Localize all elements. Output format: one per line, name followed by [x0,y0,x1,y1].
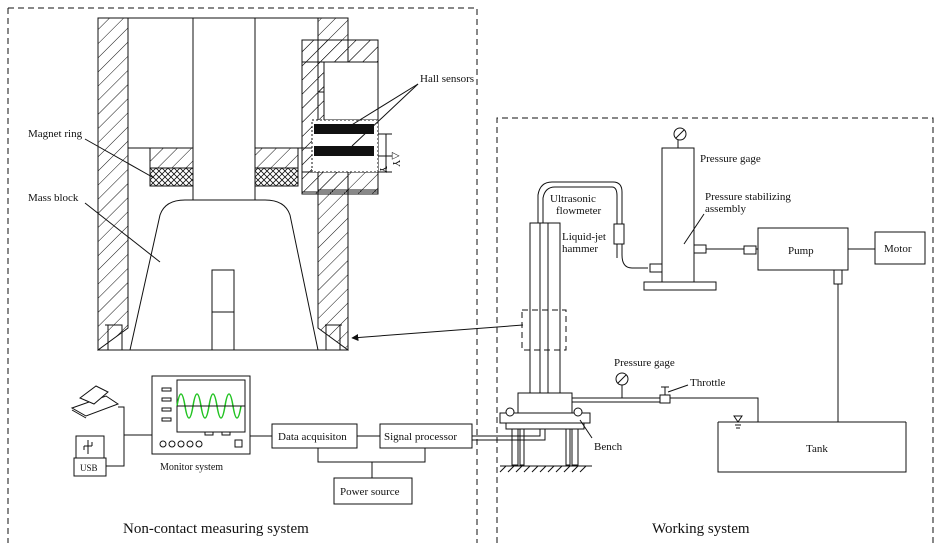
ultrasonic-label-1: Ultrasonic [550,193,596,205]
usb-icon: USB [74,436,106,476]
working-title: Working system [652,521,750,537]
svg-text:USB: USB [80,463,98,473]
data-acquisition-label: Data acquisiton [278,431,347,443]
magnet-ring-label: Magnet ring [28,128,83,140]
throttle-label: Throttle [690,377,726,389]
monitor-system [152,376,250,454]
hall-sensor-housing: △Y Y [302,40,401,194]
power-source-label: Power source [340,486,400,498]
liquid-jet-label-1: Liquid-jet [562,231,606,243]
monitor-system-label: Monitor system [160,462,223,473]
liquid-jet-hammer [500,223,592,472]
liquid-jet-label-2: hammer [562,243,598,255]
hall-sensor-2 [314,146,374,156]
mass-block-label: Mass block [28,192,79,204]
delta-y-label: △Y [390,152,401,167]
bench-label: Bench [594,441,623,453]
pump-label: Pump [788,245,814,257]
ultrasonic-label-2: flowmeter [556,205,602,217]
ultrasonic-flowmeter [614,224,624,244]
printer-icon [72,386,118,418]
pressure-gage-top-label: Pressure gage [700,153,761,165]
throttle-valve [660,395,670,403]
hall-sensors-label: Hall sensors [420,73,474,85]
signal-processor-label: Signal processor [384,431,457,443]
pressure-stab-label-2: assembly [705,203,746,215]
y-label: Y [377,166,388,173]
tank-label: Tank [806,443,828,455]
motor-label: Motor [884,243,912,255]
mass-block [130,200,318,350]
non-contact-title: Non-contact measuring system [123,521,309,537]
hall-sensor-1 [314,124,374,134]
pressure-stab-label-1: Pressure stabilizing [705,191,791,203]
pressure-gage-bottom-label: Pressure gage [614,357,675,369]
